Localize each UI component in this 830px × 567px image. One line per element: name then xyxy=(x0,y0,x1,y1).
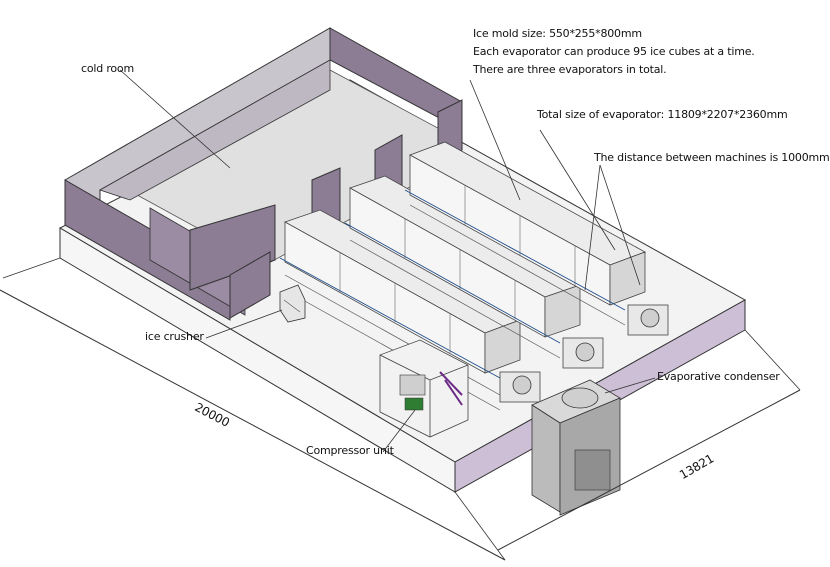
leader-lines xyxy=(119,69,656,453)
ice-crusher xyxy=(279,284,306,323)
machine-distance-label: The distance between machines is 1000mm xyxy=(594,151,830,164)
evaporator-row-2 xyxy=(344,175,581,359)
evaporator-total-size-label: Total size of evaporator: 11809*2207*236… xyxy=(537,108,788,121)
dimension-lines xyxy=(0,257,801,561)
evaporator-drive-units xyxy=(499,304,669,403)
compressor-unit xyxy=(379,339,469,438)
compressor-unit-label: Compressor unit xyxy=(306,444,394,457)
isometric-drawing xyxy=(0,27,801,561)
evaporator-capacity-label: Each evaporator can produce 95 ice cubes… xyxy=(473,45,755,58)
ice-plant-layout-diagram: cold room Ice mold size: 550*255*800mm E… xyxy=(0,27,830,561)
evaporator-row-3 xyxy=(404,141,646,326)
evaporative-condenser xyxy=(531,379,621,516)
cold-room-label: cold room xyxy=(81,62,134,75)
evaporative-condenser-label: Evaporative condenser xyxy=(657,370,780,383)
ice-crusher-label: ice crusher xyxy=(145,330,204,343)
evaporator-count-label: There are three evaporators in total. xyxy=(473,63,667,76)
ice-mold-size-label: Ice mold size: 550*255*800mm xyxy=(473,27,642,40)
